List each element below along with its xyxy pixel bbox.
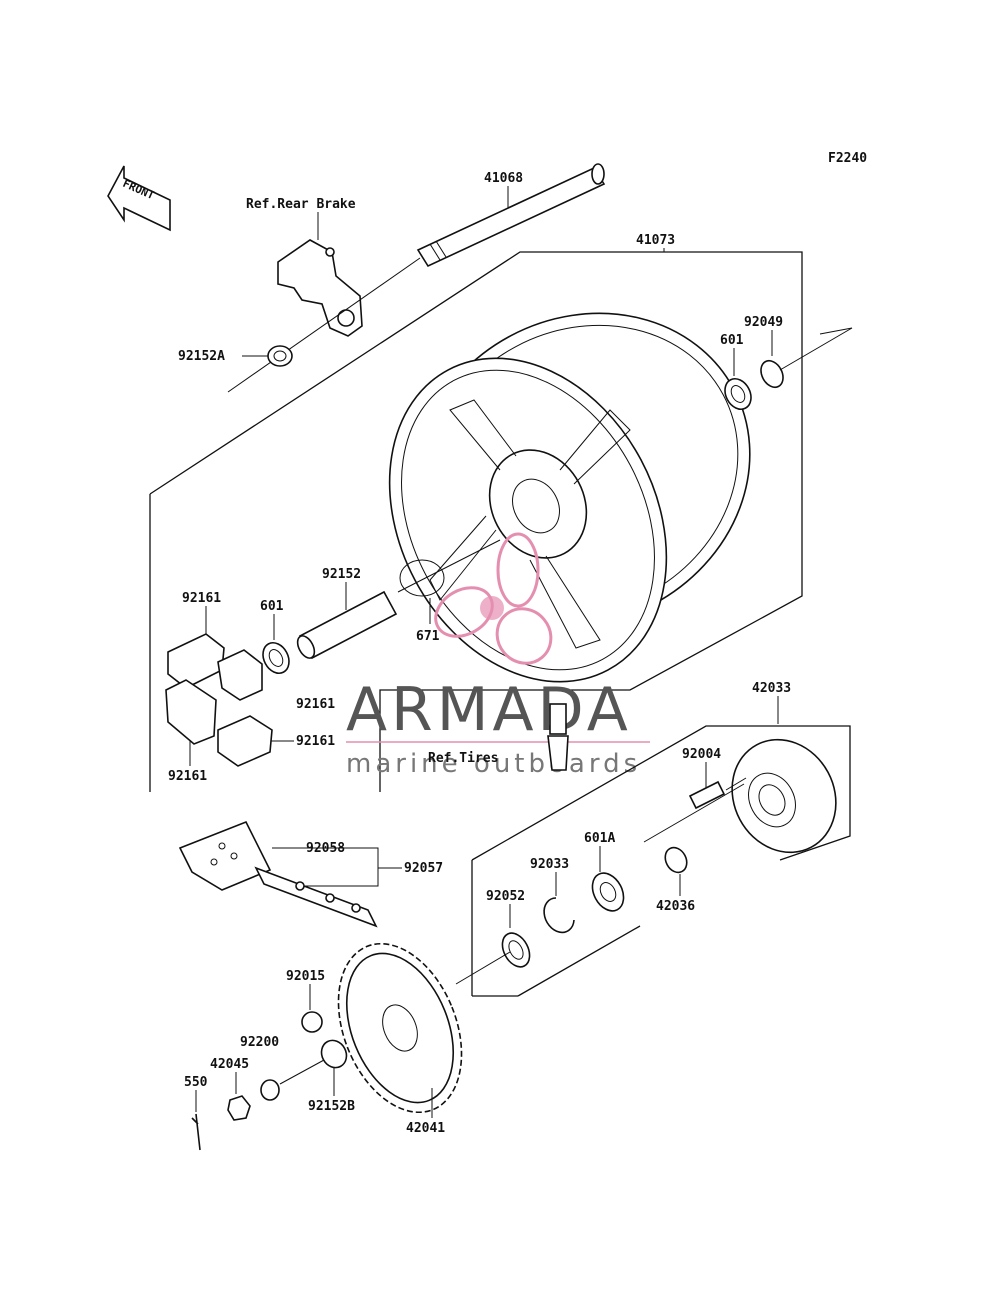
part-671: 671 — [416, 629, 440, 644]
ref-rear-brake: Ref.Rear Brake — [246, 197, 356, 212]
oil-seal — [760, 359, 784, 389]
rear-axle — [416, 163, 606, 268]
part-92015: 92015 — [286, 969, 325, 984]
circlip — [543, 897, 575, 934]
part-601-left: 601 — [260, 599, 284, 614]
part-92161-a: 92161 — [182, 591, 221, 606]
part-92004: 92004 — [682, 747, 721, 762]
part-550: 550 — [184, 1075, 208, 1090]
part-601A: 601A — [584, 831, 615, 846]
figure-code: F2240 — [828, 151, 867, 166]
part-92200: 92200 — [240, 1035, 279, 1050]
front-arrow-icon: FRONT — [107, 165, 171, 232]
part-42036: 42036 — [656, 899, 695, 914]
part-42033: 42033 — [752, 681, 791, 696]
part-92161-d: 92161 — [168, 769, 207, 784]
cotter-pin — [191, 1113, 201, 1151]
part-92057: 92057 — [404, 861, 443, 876]
propeller-logo-icon — [434, 532, 553, 665]
part-42041: 42041 — [406, 1121, 445, 1136]
part-41073: 41073 — [636, 233, 675, 248]
sprocket-collar — [320, 1039, 348, 1069]
wheel-bearing — [724, 377, 752, 411]
part-92152B: 92152B — [308, 1099, 355, 1114]
ref-tires: Ref.Tires — [428, 751, 498, 766]
coupling-stud — [688, 780, 726, 810]
part-92152: 92152 — [322, 567, 361, 582]
part-92161-b: 92161 — [296, 697, 335, 712]
part-92152A: 92152A — [178, 349, 225, 364]
washer — [260, 1079, 280, 1101]
castle-nut — [227, 1095, 251, 1121]
sprocket-coupling — [731, 738, 837, 854]
watermark-brand: ARMADA — [346, 675, 632, 745]
rear-sprocket — [337, 942, 463, 1114]
sprocket-nut — [301, 1011, 323, 1033]
drive-chain — [178, 820, 378, 928]
part-92033: 92033 — [530, 857, 569, 872]
coupling-collar — [664, 846, 688, 874]
wheel-collar — [296, 590, 398, 660]
part-601-top: 601 — [720, 333, 744, 348]
coupling-bearing — [591, 872, 625, 912]
part-42045: 42045 — [210, 1057, 249, 1072]
brake-bracket — [277, 239, 363, 337]
rear-wheel — [388, 312, 751, 683]
part-92049: 92049 — [744, 315, 783, 330]
axle-nut — [267, 345, 293, 367]
watermark: ARMADA marine outboards — [346, 532, 650, 779]
tire-valve — [547, 703, 569, 771]
damper-rubbers — [165, 633, 273, 767]
o-ring — [399, 559, 445, 597]
part-41068: 41068 — [484, 171, 523, 186]
part-92161-c: 92161 — [296, 734, 335, 749]
left-bearing — [262, 641, 290, 675]
part-92052: 92052 — [486, 889, 525, 904]
watermark-tagline: marine outboards — [346, 749, 641, 779]
coupling-seal — [501, 932, 531, 968]
